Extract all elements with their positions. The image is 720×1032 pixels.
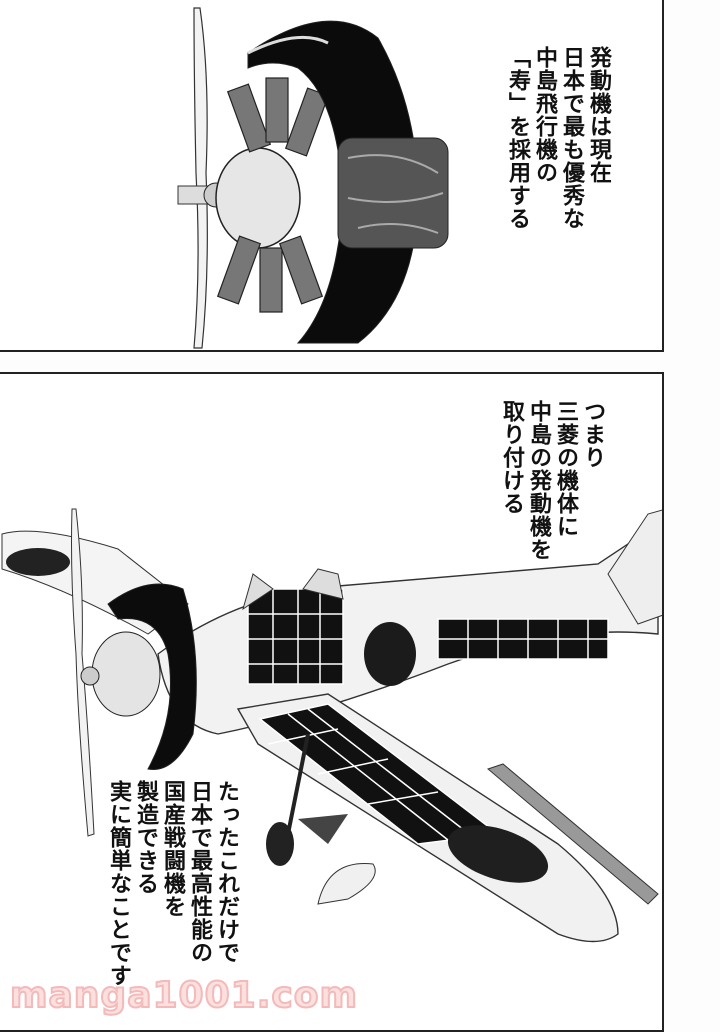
panel-top: 発動機は現在 日本で最も優秀な 中島飛行機の 「寿」を採用する <box>0 0 664 352</box>
caption-line: 取り付ける <box>499 400 524 515</box>
caption-line: 製造できる <box>133 780 158 895</box>
caption-engine: 発動機は現在 日本で最も優秀な 中島飛行機の 「寿」を採用する <box>504 46 612 230</box>
caption-line: 三菱の機体に <box>553 400 578 538</box>
caption-line: 中島飛行機の <box>532 46 557 184</box>
caption-line: 発動機は現在 <box>586 46 611 184</box>
caption-line: つまり <box>580 400 605 469</box>
fighter-plane-illustration <box>1 508 662 943</box>
caption-line: 日本で最も優秀な <box>559 46 584 230</box>
caption-line: 中島の発動機を <box>526 400 551 561</box>
caption-line: たったこれだけで <box>214 780 239 964</box>
caption-line: 実に簡単なことです <box>106 780 131 987</box>
caption-conclusion: たったこれだけで 日本で最高性能の 国産戦闘機を 製造できる 実に簡単なことです <box>105 780 240 987</box>
watermark: manga1001.com <box>9 974 358 1017</box>
engine-illustration <box>177 7 449 349</box>
caption-line: 日本で最高性能の <box>187 780 212 964</box>
caption-line: 「寿」を採用する <box>505 46 530 230</box>
caption-plan: つまり 三菱の機体に 中島の発動機を 取り付ける <box>498 400 606 561</box>
panel-bottom: つまり 三菱の機体に 中島の発動機を 取り付ける たったこれだけで 日本で最高性… <box>0 372 664 1032</box>
caption-line: 国産戦闘機を <box>160 780 185 918</box>
